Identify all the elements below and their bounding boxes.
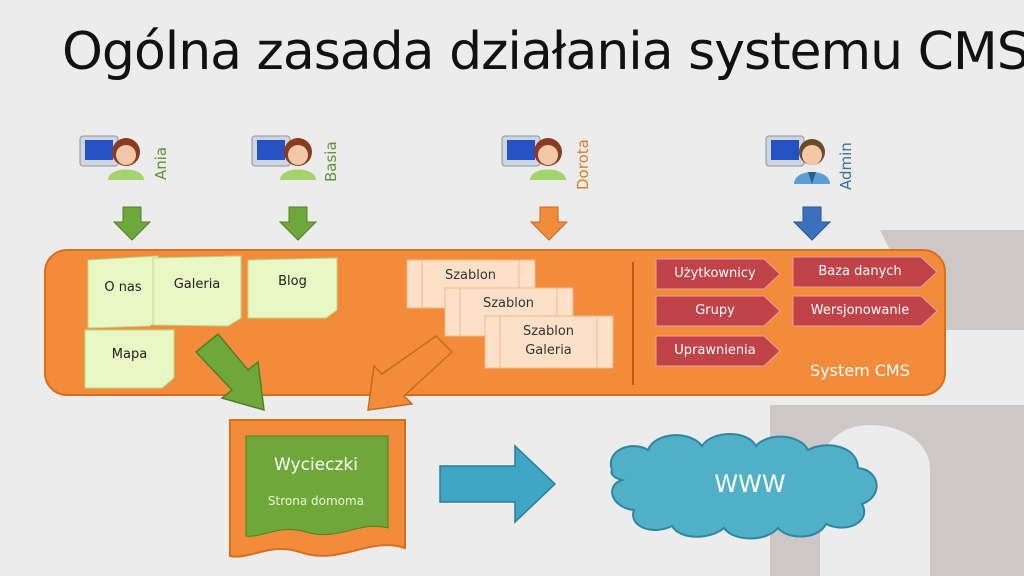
note-label-galeria: Galeria [173,277,221,292]
note-label-mapa: Mapa [111,347,148,362]
arrow-down-ania [112,206,152,241]
arrow-to-www [439,444,557,524]
tag-baza-danych [792,256,938,288]
tag-label-uprawnienia: Uprawnienia [674,343,756,358]
note-label-blog: Blog [278,274,307,289]
template-3 [484,315,614,369]
tag-grupy [655,295,781,327]
slide-title: Ogólna zasada działania systemu CMS [62,22,1024,82]
note-mapa [84,329,175,389]
arrow-notes-to-page [194,332,265,412]
page-title: Wycieczki [274,455,358,475]
user-name-ania: Ania [152,146,170,180]
user-name-dorota: Dorota [574,139,592,190]
user-icon-dorota [501,135,566,180]
arrow-down-basia [278,206,318,241]
template-label-2: Szablon [482,296,535,311]
tag-uzytkownicy [655,258,781,290]
cms-label: System CMS [810,361,910,380]
user-icon-admin [765,135,830,184]
page-subtitle: Strona domoma [267,494,365,508]
tag-label-grupy: Grupy [695,303,735,318]
tag-uprawnienia [655,335,781,367]
www-cloud [609,433,878,540]
note-label-o-nas: O nas [104,280,142,295]
user-icon-basia [251,135,316,180]
www-label: WWW [714,470,786,498]
note-blog [247,257,338,319]
arrow-templates-to-page [367,335,454,411]
user-icon-ania [79,135,144,180]
user-name-admin: Admin [837,142,855,190]
note-galeria [152,255,242,327]
arrow-down-dorota [529,206,569,241]
tag-label-uzytkownicy: Użytkownicy [674,266,756,281]
arrow-down-admin [792,206,832,241]
template-label-1: Szablon [444,268,497,283]
tag-label-wersjonowanie: Wersjonowanie [810,303,910,318]
page-document [229,419,406,558]
tag-label-baza-danych: Baza danych [818,264,902,279]
tag-wersjonowanie [792,295,938,327]
user-name-basia: Basia [322,141,340,182]
